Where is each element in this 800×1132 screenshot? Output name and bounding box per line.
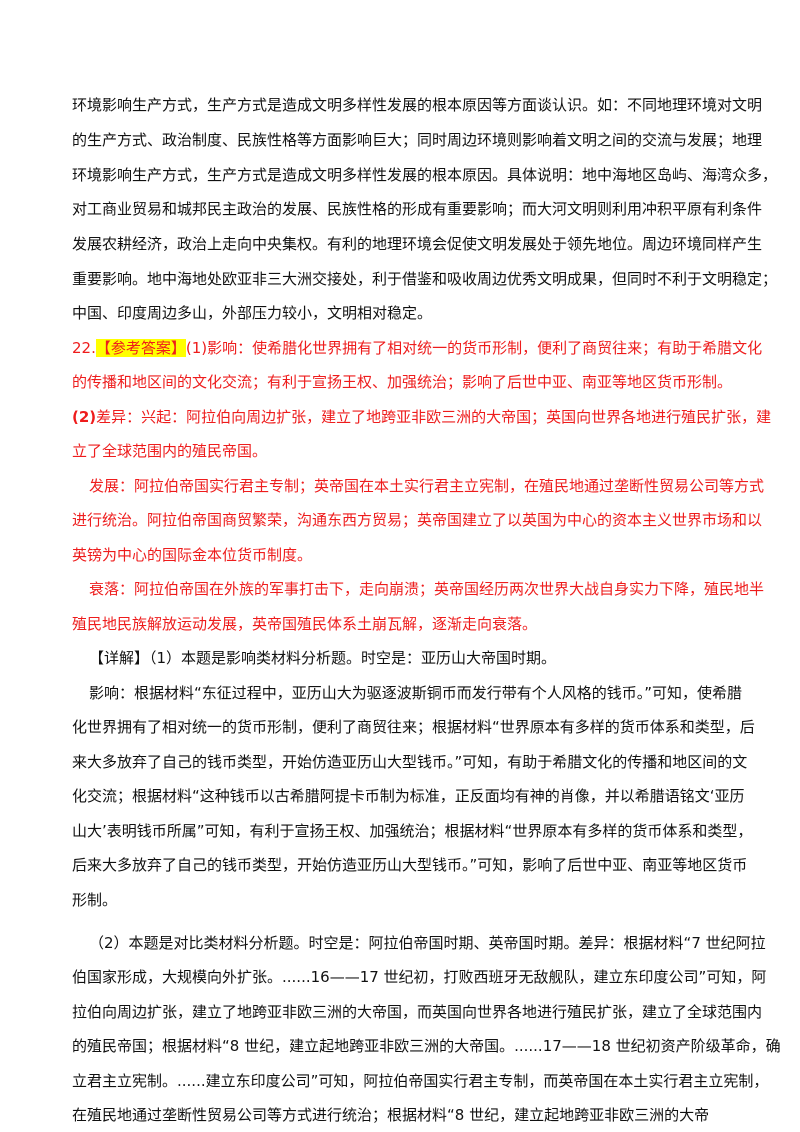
answer-decline-line: 衰落：阿拉伯帝国在外族的军事打击下，走向崩溃；英帝国经历两次世界大战自身实力下降… (89, 580, 765, 598)
paragraph-line: 环境影响生产方式，生产方式是造成文明多样性发展的根本原因。具体说明：地中海地区岛… (72, 166, 778, 184)
paragraph-line: 重要影响。地中海地处欧亚非三大洲交接处，利于借鉴和吸收周边优秀文明成果，但同时不… (72, 270, 778, 288)
answer-diff-line: (2)差异：兴起：阿拉伯向周边扩张，建立了地跨亚非欧三洲的大帝国；英国向世界各地… (72, 406, 771, 430)
paragraph-line: 中国、印度周边多山，外部压力较小，文明相对稳定。 (72, 304, 433, 322)
paragraph-line: 的生产方式、政治制度、民族性格等方面影响巨大；同时周边环境则影响着文明之间的交流… (72, 131, 763, 149)
detail-line: 形制。 (72, 891, 118, 909)
detail-part2-line: 在殖民地通过垄断性贸易公司等方式进行统治；根据材料“8 世纪，建立起地跨亚非欧三… (72, 1106, 710, 1124)
detail-line: 后来大多放弃了自己的钱币类型，开始仿造亚历山大型钱币。”可知，影响了后世中亚、南… (72, 856, 748, 874)
answer-development-line: 英镑为中心的国际金本位货币制度。 (72, 546, 313, 564)
paragraph-line: 环境影响生产方式，生产方式是造成文明多样性发展的根本原因等方面谈认识。如：不同地… (72, 96, 763, 114)
detail-line: 化世界拥有了相对统一的货币形制，便利了商贸往来；根据材料“世界原本有多样的货币体… (72, 718, 755, 736)
part-label: (2) (72, 408, 97, 426)
answer-22-line: 22.【参考答案】(1)影响：使希腊化世界拥有了相对统一的货币形制，便利了商贸往… (72, 337, 762, 361)
detail-part2-line: 立君主立宪制。......建立东印度公司”可知，阿拉伯帝国实行君主专制，而英帝国… (72, 1072, 769, 1090)
question-number: 22. (72, 339, 96, 357)
detail-line: 影响：根据材料“东征过程中，亚历山大为驱逐波斯铜币而发行带有个人风格的钱币。”可… (89, 684, 743, 702)
answer-development-line: 进行统治。阿拉伯帝国商贸繁荣，沟通东西方贸易；英帝国建立了以英国为中心的资本主义… (72, 511, 763, 529)
reference-answer-tag: 【参考答案】 (95, 339, 186, 357)
detail-line: 化交流；根据材料“这种钱币以古希腊阿提卡币制为标准，正反面均有神的肖像，并以希腊… (72, 787, 745, 805)
detail-part2-line: 的殖民帝国；根据材料“8 世纪，建立起地跨亚非欧三洲的大帝国。......17—… (72, 1037, 781, 1055)
answer-decline-line: 殖民地民族解放运动发展，英帝国殖民体系土崩瓦解，逐渐走向衰落。 (72, 615, 538, 633)
detail-part2-line: 伯国家形成，大规模向外扩张。......16——17 世纪初，打败西班牙无敌舰队… (72, 968, 767, 986)
paragraph-line: 发展农耕经济，政治上走向中央集权。有利的地理环境会促使文明发展处于领先地位。周边… (72, 235, 763, 253)
answer-development-line: 发展：阿拉伯帝国实行君主专制；英帝国在本土实行君主立宪制，在殖民地通过垄断性贸易… (89, 477, 765, 495)
answer-text: 差异：兴起：阿拉伯向周边扩张，建立了地跨亚非欧三洲的大帝国；英国向世界各地进行殖… (96, 408, 772, 426)
detail-part2-line: （2）本题是对比类材料分析题。时空是：阿拉伯帝国时期、英帝国时期。差异：根据材料… (89, 934, 766, 952)
detail-line: 山大’表明钱币所属”可知，有利于宣扬王权、加强统治；根据材料“世界原本有多样的货… (72, 822, 753, 840)
answer-22-line: 的传播和地区间的文化交流；有利于宣扬王权、加强统治；影响了后世中亚、南亚等地区货… (72, 373, 733, 391)
detail-heading-line: 【详解】（1）本题是影响类材料分析题。时空是：亚历山大帝国时期。 (89, 649, 557, 667)
detail-line: 来大多放弃了自己的钱币类型，开始仿造亚历山大型钱币。”可知，有助于希腊文化的传播… (72, 753, 748, 771)
answer-diff-line: 立了全球范围内的殖民帝国。 (72, 442, 268, 460)
detail-part2-line: 拉伯向周边扩张，建立了地跨亚非欧三洲的大帝国，而英国向世界各地进行殖民扩张，建立… (72, 1003, 763, 1021)
answer-text: (1)影响：使希腊化世界拥有了相对统一的货币形制，便利了商贸往来；有助于希腊文化 (185, 339, 763, 357)
paragraph-line: 对工商业贸易和城邦民主政治的发展、民族性格的形成有重要影响；而大河文明则利用冲积… (72, 200, 763, 218)
